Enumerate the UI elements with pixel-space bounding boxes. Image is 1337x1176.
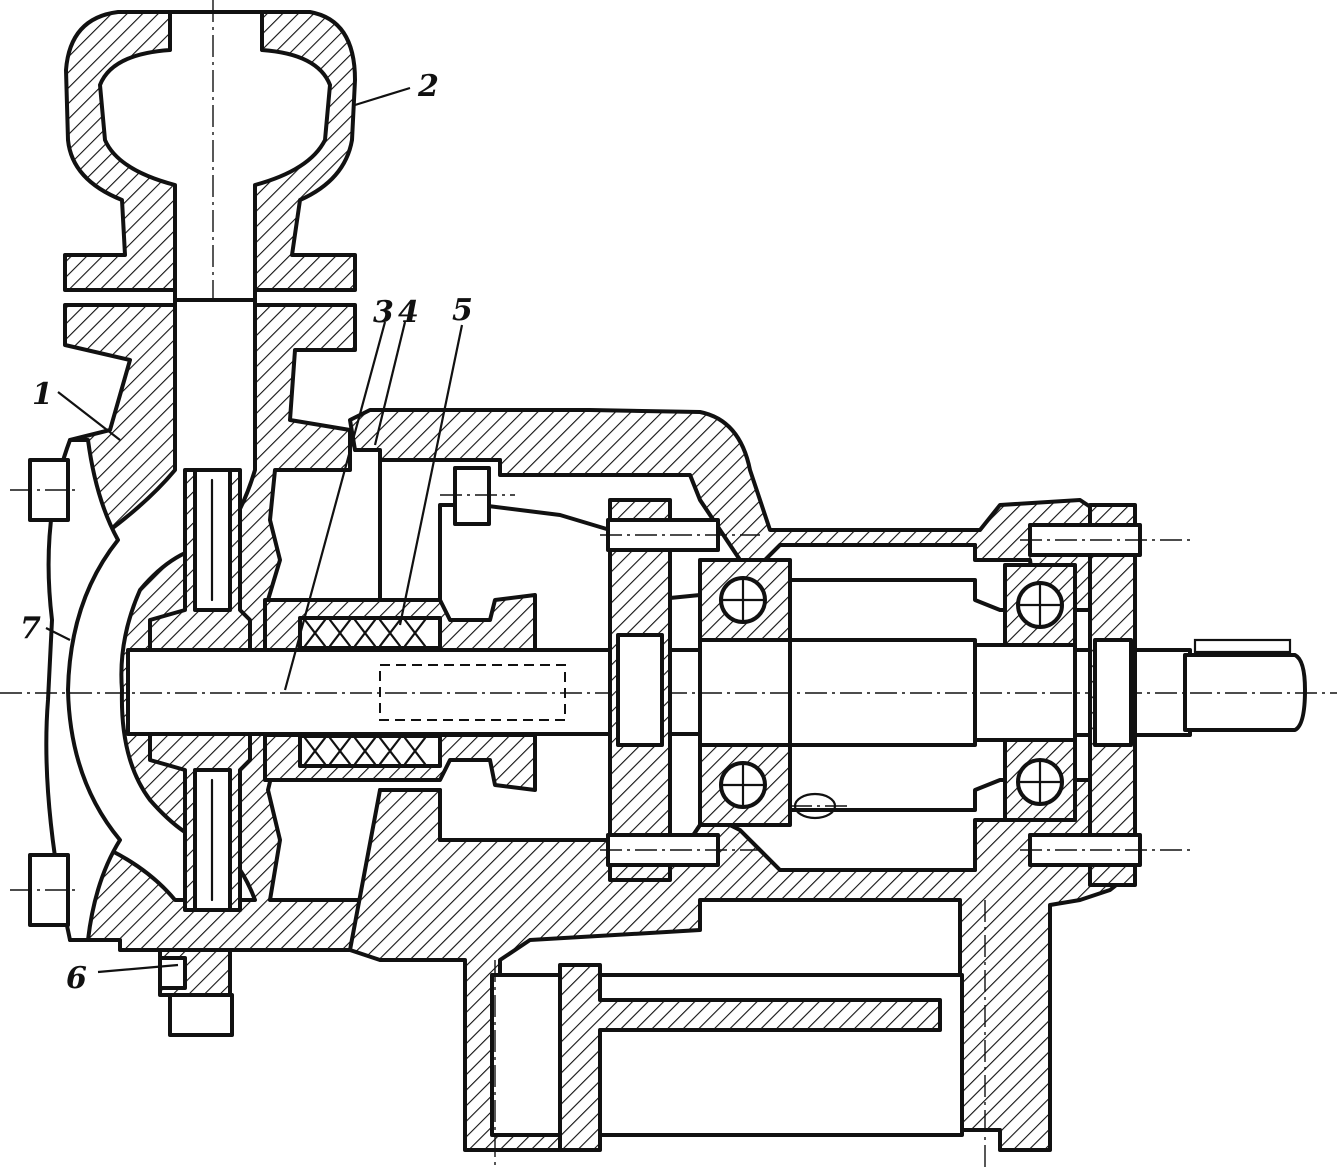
callout-5: 5 [452,293,473,328]
callout-labels: 1 2 3 4 5 6 7 [20,69,473,996]
callout-7: 7 [20,611,41,646]
packing-rings [298,616,442,768]
callout-1: 1 [32,377,53,412]
callout-2: 2 [417,69,439,104]
leader-7 [45,627,71,641]
callout-6: 6 [66,961,87,996]
leader-1 [57,391,121,441]
leader-6 [97,963,179,974]
discharge-nozzle [63,0,357,480]
callout-3: 3 [373,295,394,330]
bearings [698,558,1077,827]
leader-3 [283,321,387,691]
bearing-covers [600,498,1190,887]
impeller [148,468,252,912]
drain-plug [158,948,234,1037]
leader-2 [354,86,411,107]
bearing-bracket [348,408,1137,1170]
leader-4 [373,321,407,446]
callout-4: 4 [398,295,419,330]
stuffing-box [263,466,537,792]
leader-5 [398,324,464,626]
